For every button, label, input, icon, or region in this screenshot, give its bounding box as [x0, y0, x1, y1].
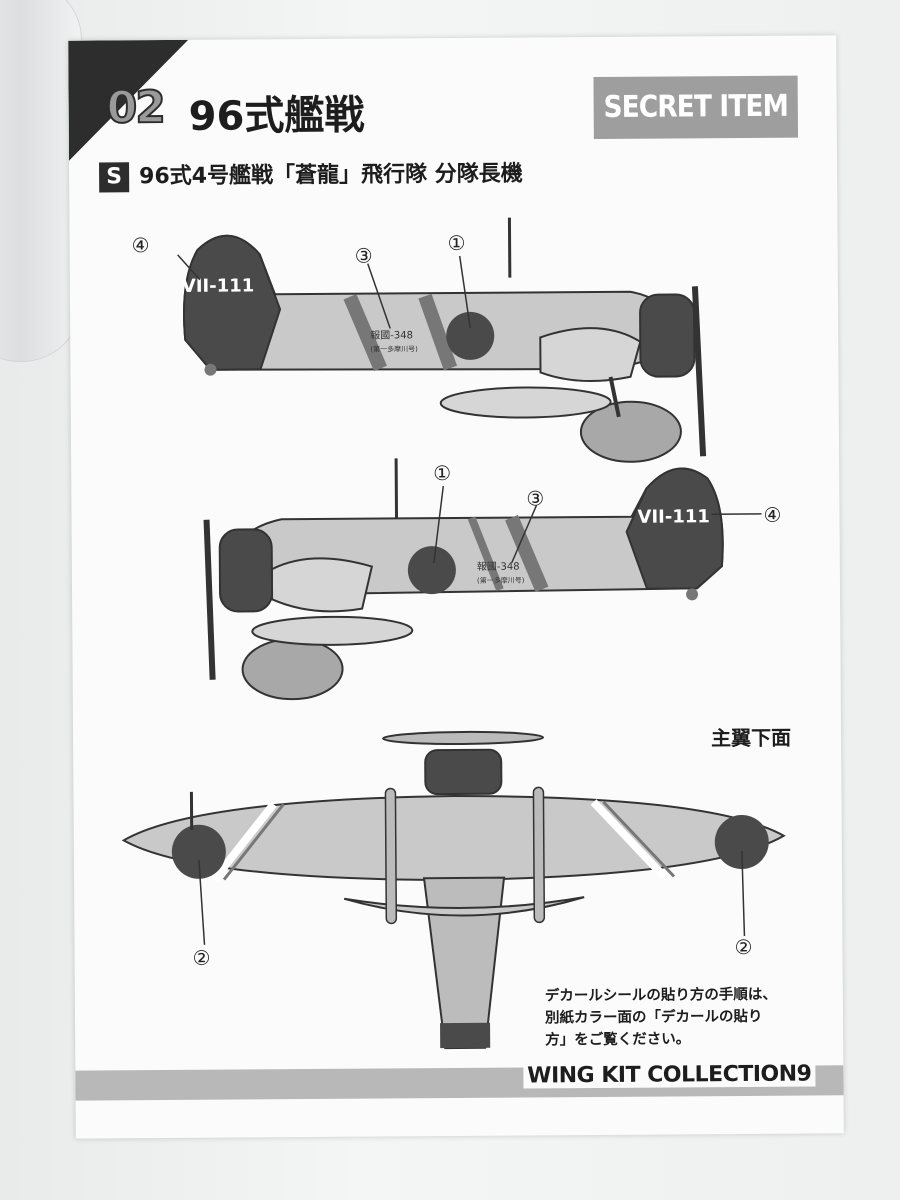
tail-code-left: VII-111: [182, 275, 255, 297]
callout-2-left: ②: [192, 946, 210, 970]
instruction-sheet: 02 96式艦戦 SECRET ITEM S 96式4号艦戦「蒼龍」飛行隊 分隊…: [68, 35, 844, 1139]
tail-code-right: VII-111: [637, 506, 710, 528]
callout-3-top: ③: [355, 244, 373, 268]
callout-1-mid: ①: [433, 461, 451, 485]
fuselage-code-left-2: (第一多摩川号): [370, 344, 418, 353]
footer-bar: WING KIT COLLECTION9: [75, 1061, 844, 1101]
callout-2-right: ②: [734, 935, 752, 959]
underside-label: 主翼下面: [710, 725, 792, 751]
aircraft-diagrams: VII-111 報國-348 (第一多摩川号) VII-111 報國-348 (…: [121, 217, 786, 1050]
callout-4-mid: ④: [763, 503, 781, 527]
callout-1-top: ①: [448, 231, 466, 255]
callout-3-mid: ③: [526, 486, 544, 510]
fuselage-code-right-2: (第一多摩川号): [477, 576, 525, 585]
decal-note-line-1: デカールシールの貼り方の手順は、: [544, 986, 777, 1005]
wing-underside-view: [121, 730, 786, 1050]
decal-note-line-3: 方」をご覧ください。: [545, 1031, 691, 1049]
decal-note-line-2: 別紙カラー面の「デカールの貼り: [544, 1008, 763, 1027]
fuselage-code-right-1: 報國-348: [477, 561, 520, 573]
fuselage-code-left-1: 報國-348: [370, 329, 413, 341]
decal-note: デカールシールの貼り方の手順は、 別紙カラー面の「デカールの貼り 方」をご覧くだ…: [545, 983, 835, 1051]
side-view-right: VII-111 報國-348 (第一多摩川号): [203, 458, 762, 701]
callout-4-top: ④: [132, 233, 150, 257]
series-title: WING KIT COLLECTION9: [523, 1061, 816, 1089]
side-view-left: VII-111 報國-348 (第一多摩川号): [177, 217, 707, 463]
